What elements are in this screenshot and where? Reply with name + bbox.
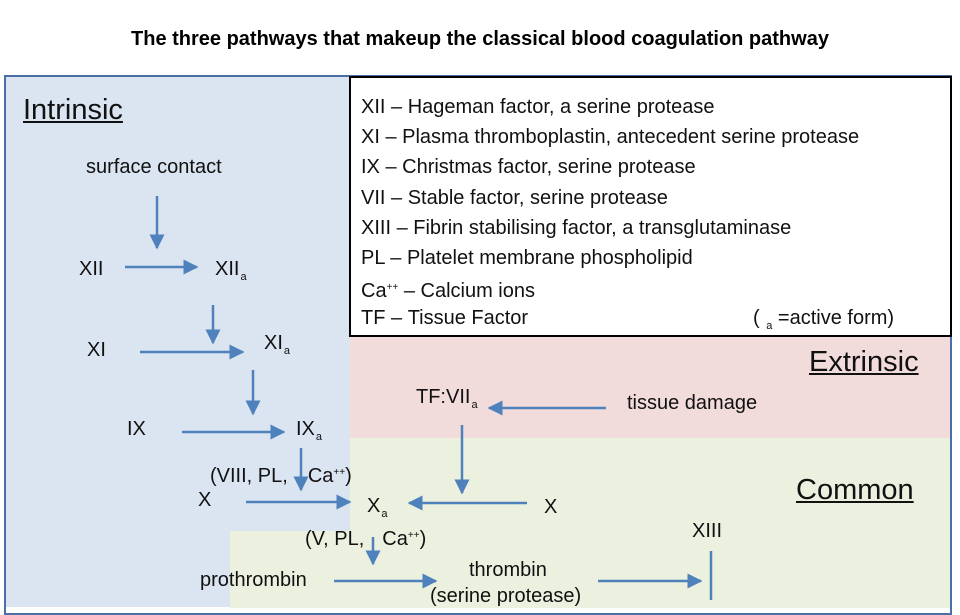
intrinsic-header: Intrinsic bbox=[23, 94, 123, 126]
node-tf-vii-a: TF:VIIa bbox=[416, 386, 478, 411]
legend-row: PL – Platelet membrane phospholipid bbox=[361, 243, 950, 273]
cofactor-sup: ++ bbox=[333, 467, 346, 478]
node-xii-a: XIIa bbox=[215, 258, 247, 283]
node-xi-a: XIa bbox=[264, 332, 290, 357]
extrinsic-region bbox=[350, 337, 950, 438]
legend-key: IX – bbox=[361, 156, 397, 179]
node-serine-protease: (serine protease) bbox=[430, 585, 582, 607]
node-xiii: XIII bbox=[692, 520, 723, 542]
legend-desc: Tissue Factor bbox=[407, 307, 529, 330]
legend-box: XII – Hageman factor, a serine protease … bbox=[349, 76, 952, 337]
node-base: XI bbox=[264, 332, 283, 354]
cofactor-close: ) bbox=[345, 465, 352, 487]
legend-desc: Plasma thromboplastin, antecedent serine… bbox=[402, 126, 860, 149]
node-ix: IX bbox=[127, 418, 146, 440]
legend-desc: Hageman factor, a serine protease bbox=[407, 96, 715, 118]
legend-row: IX – Christmas factor, serine protease bbox=[361, 152, 950, 182]
pathway-arrows bbox=[125, 196, 713, 600]
page-title: The three pathways that makeup the class… bbox=[131, 28, 829, 50]
legend-row: TF – Tissue Factor ( a =active form) bbox=[361, 303, 950, 333]
cofactor-ca: Ca bbox=[307, 465, 334, 487]
node-tissue-damage: tissue damage bbox=[627, 392, 758, 414]
node-prothrombin: prothrombin bbox=[200, 569, 307, 591]
common-header: Common bbox=[796, 474, 914, 506]
legend-key: TF – bbox=[361, 307, 403, 330]
legend-key-sup: ++ bbox=[386, 282, 399, 294]
common-region bbox=[350, 438, 950, 608]
node-base: XII bbox=[215, 258, 240, 280]
legend-row: XI – Plasma thromboplastin, antecedent s… bbox=[361, 122, 950, 152]
cofactor-text: (VIII, PL, bbox=[210, 465, 288, 487]
node-sub: a bbox=[471, 399, 478, 411]
cofactor-text: (V, PL, bbox=[305, 528, 365, 550]
active-note-sub: a bbox=[766, 320, 773, 333]
legend-desc: Fibrin stabilising factor, a transglutam… bbox=[413, 216, 792, 239]
legend-desc: Calcium ions bbox=[420, 280, 535, 303]
legend-key-base: Ca bbox=[361, 280, 387, 303]
node-sub: a bbox=[381, 508, 388, 520]
extrinsic-header: Extrinsic bbox=[809, 346, 919, 378]
node-x-a: Xa bbox=[367, 495, 387, 520]
legend-desc: Stable factor, serine protease bbox=[407, 186, 668, 209]
legend-key: XI – bbox=[361, 126, 397, 149]
legend-key: Ca++ – bbox=[361, 273, 415, 306]
node-base: TF:VII bbox=[416, 386, 471, 408]
active-form-note: ( a =active form) bbox=[753, 303, 894, 341]
node-xii: XII bbox=[79, 258, 104, 280]
legend-row: XIII – Fibrin stabilising factor, a tran… bbox=[361, 213, 950, 243]
legend-desc: Platelet membrane phospholipid bbox=[406, 246, 693, 269]
legend-key: XII – bbox=[361, 96, 403, 118]
cofactor-sup: ++ bbox=[407, 530, 420, 541]
legend-key-tail: – bbox=[398, 280, 415, 303]
node-sub: a bbox=[315, 431, 323, 443]
node-sub: a bbox=[283, 345, 291, 357]
legend-key: VII – bbox=[361, 186, 403, 209]
active-note-open: ( bbox=[753, 307, 760, 330]
node-sub: a bbox=[240, 271, 247, 283]
legend-desc: Christmas factor, serine protease bbox=[402, 156, 696, 179]
node-cofactors-v: (V, PL, Ca++) bbox=[305, 528, 426, 551]
node-surface-contact: surface contact bbox=[86, 156, 222, 178]
legend-row: Ca++ – Calcium ions bbox=[361, 273, 950, 303]
node-xi: XI bbox=[87, 339, 106, 361]
legend-row: VII – Stable factor, serine protease bbox=[361, 183, 950, 213]
node-x-left: X bbox=[198, 489, 212, 511]
legend-key: XIII – bbox=[361, 216, 408, 239]
common-region-lower bbox=[230, 531, 350, 608]
node-x-right: X bbox=[544, 496, 558, 518]
node-thrombin: thrombin bbox=[469, 559, 547, 581]
node-cofactors-viii: (VIII, PL, Ca++) bbox=[210, 465, 352, 488]
node-base: IX bbox=[296, 418, 315, 440]
intrinsic-region bbox=[6, 77, 350, 607]
cofactor-ca: Ca bbox=[382, 528, 408, 550]
cofactor-close: ) bbox=[419, 528, 427, 550]
active-note-text: =active form) bbox=[777, 307, 895, 330]
legend-key: PL – bbox=[361, 246, 402, 269]
node-base: X bbox=[367, 495, 381, 517]
legend-row: XII – Hageman factor, a serine protease bbox=[361, 92, 950, 122]
node-ix-a: IXa bbox=[296, 418, 322, 443]
